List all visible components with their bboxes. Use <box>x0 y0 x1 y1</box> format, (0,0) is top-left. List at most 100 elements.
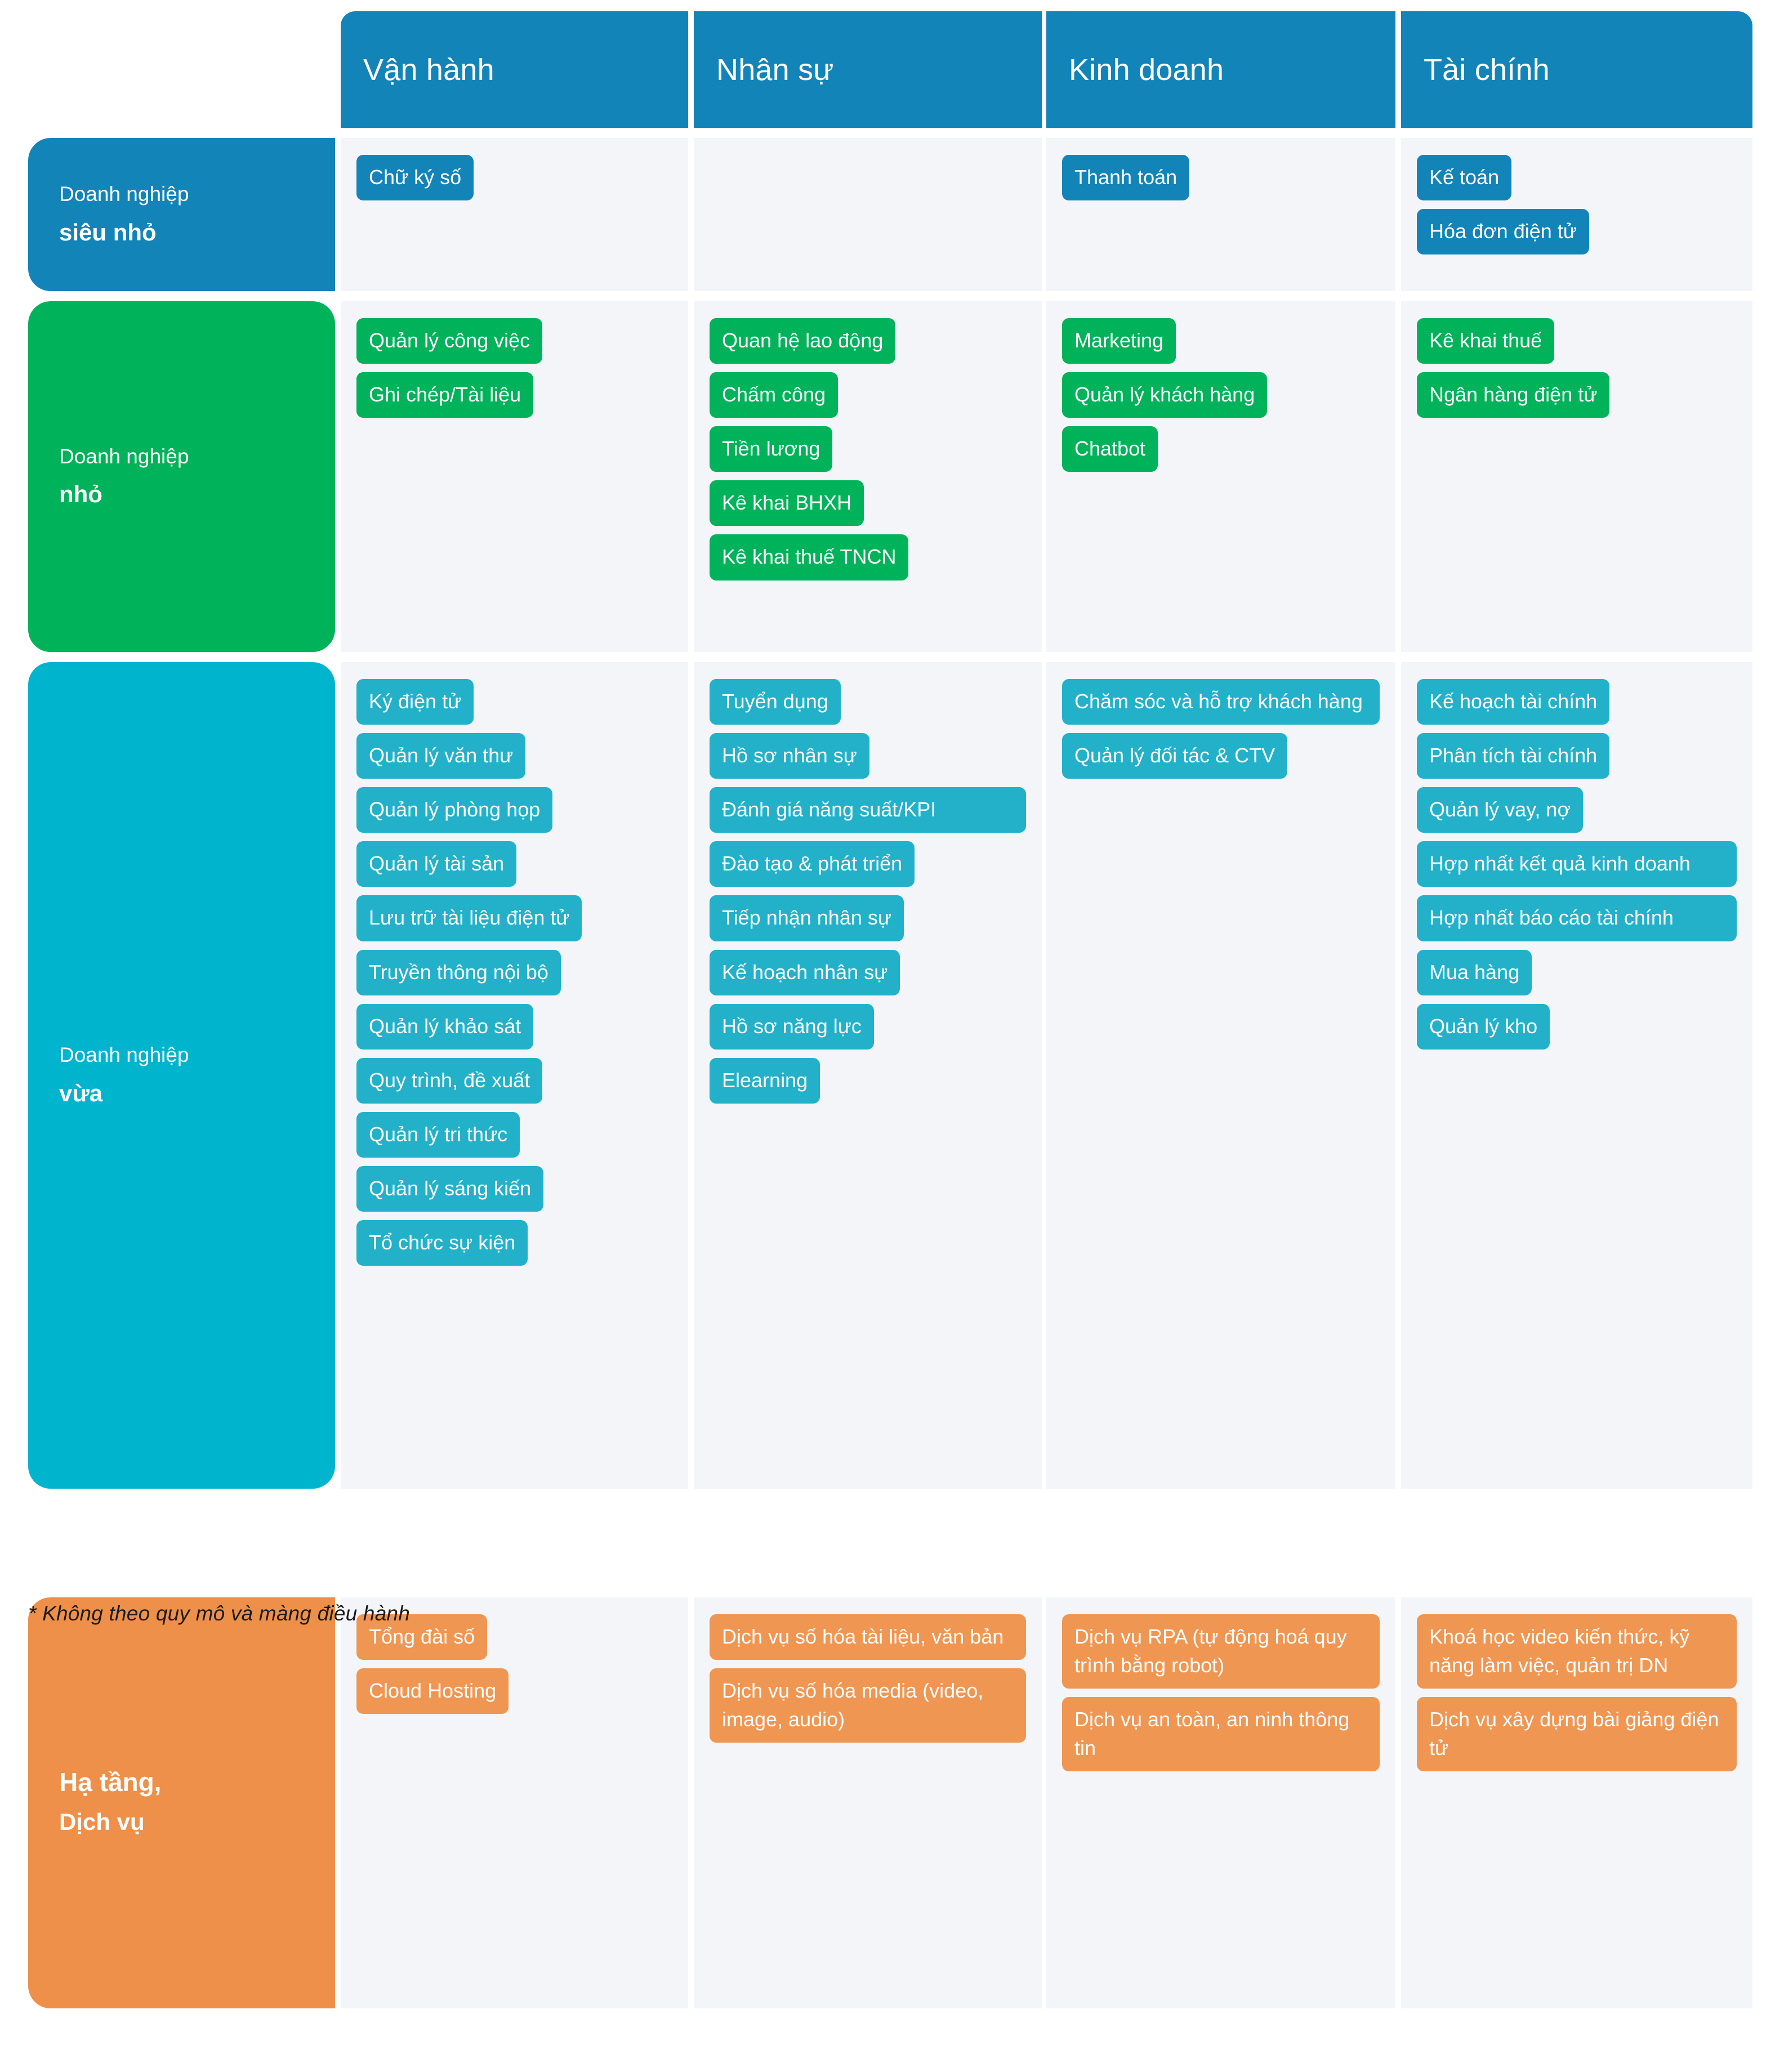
capability-chip[interactable]: Kế toán <box>1417 155 1512 201</box>
cell-sieu-nho-van-hanh: Chữ ký số <box>341 138 688 291</box>
column-header-tai-chinh[interactable]: Tài chính <box>1401 11 1752 128</box>
capability-chip[interactable]: Tổ chức sự kiện <box>356 1220 528 1266</box>
capability-chip[interactable]: Tuyển dụng <box>710 679 841 725</box>
band-label-sieu-nho: Doanh nghiệp siêu nhỏ <box>28 138 335 291</box>
cell-ha-tang-tai-chinh: Khoá học video kiến thức, kỹ năng làm vi… <box>1401 1597 1752 2008</box>
capability-chip[interactable]: Kê khai BHXH <box>710 480 864 526</box>
capability-chip[interactable]: Truyền thông nội bộ <box>356 949 561 995</box>
band-doanh-nghiep-sieu-nho: Doanh nghiệp siêu nhỏ Chữ ký số Thanh to… <box>28 138 1752 291</box>
column-header-nhan-su[interactable]: Nhân sự <box>694 11 1042 128</box>
capability-matrix: Vận hành Nhân sự Kinh doanh Tài chính Do… <box>28 11 1752 2008</box>
capability-chip[interactable]: Dịch vụ số hóa media (video, image, audi… <box>710 1668 1026 1743</box>
cell-nho-kinh-doanh: Marketing Quản lý khách hàng Chatbot <box>1046 301 1395 652</box>
capability-chip[interactable]: Phân tích tài chính <box>1417 733 1610 779</box>
capability-chip[interactable]: Quản lý kho <box>1417 1003 1550 1050</box>
capability-chip[interactable]: Tiếp nhận nhân sự <box>710 895 904 941</box>
capability-chip[interactable]: Đánh giá năng suất/KPI <box>710 787 1026 833</box>
band-columns: Chữ ký số Thanh toán Kế toán Hóa đơn điệ… <box>341 138 1752 291</box>
capability-chip[interactable]: Thanh toán <box>1062 155 1190 201</box>
cell-vua-tai-chinh: Kế hoạch tài chính Phân tích tài chính Q… <box>1401 662 1752 1489</box>
capability-chip[interactable]: Chăm sóc và hỗ trợ khách hàng <box>1062 679 1380 725</box>
column-header-label: Tài chính <box>1424 52 1550 87</box>
footnote-text: * Không theo quy mô và màng điều hành <box>28 1602 410 1625</box>
band-label-line1: Doanh nghiệp <box>59 1043 189 1067</box>
capability-chip[interactable]: Quản lý tri thức <box>356 1111 520 1158</box>
capability-chip[interactable]: Khoá học video kiến thức, kỹ năng làm vi… <box>1417 1614 1737 1689</box>
capability-chip[interactable]: Hợp nhất báo cáo tài chính <box>1417 895 1737 941</box>
column-header-van-hanh[interactable]: Vận hành <box>341 11 688 128</box>
cell-nho-nhan-su: Quan hệ lao động Chấm công Tiền lương Kê… <box>694 301 1042 652</box>
band-doanh-nghiep-nho: Doanh nghiệp nhỏ Quản lý công việc Ghi c… <box>28 301 1752 652</box>
capability-chip[interactable]: Quản lý phòng họp <box>356 787 553 833</box>
capability-chip[interactable]: Quản lý khách hàng <box>1062 372 1268 418</box>
band-label-line2: siêu nhỏ <box>59 218 157 245</box>
capability-chip[interactable]: Cloud Hosting <box>356 1668 509 1714</box>
capability-chip[interactable]: Quản lý sáng kiến <box>356 1166 544 1212</box>
cell-sieu-nho-tai-chinh: Kế toán Hóa đơn điện tử <box>1401 138 1752 291</box>
capability-chip[interactable]: Chấm công <box>710 372 839 418</box>
capability-chip[interactable]: Quản lý công việc <box>356 318 543 364</box>
cell-ha-tang-van-hanh: Tổng đài số Cloud Hosting <box>341 1597 688 2008</box>
capability-chip[interactable]: Hóa đơn điện tử <box>1417 209 1589 255</box>
band-label-nho: Doanh nghiệp nhỏ <box>28 301 335 652</box>
capability-chip[interactable]: Ngân hàng điện tử <box>1417 372 1610 418</box>
capability-chip[interactable]: Quản lý vay, nợ <box>1417 787 1584 833</box>
capability-chip[interactable]: Tổng đài số <box>356 1614 488 1660</box>
cell-nho-tai-chinh: Kê khai thuế Ngân hàng điện tử <box>1401 301 1752 652</box>
band-label-line1: Doanh nghiệp <box>59 444 189 468</box>
band-label-line1: Hạ tầng, <box>59 1767 162 1797</box>
band-label-line2: vừa <box>59 1079 103 1106</box>
cell-sieu-nho-kinh-doanh: Thanh toán <box>1046 138 1395 291</box>
capability-chip[interactable]: Quan hệ lao động <box>710 318 896 364</box>
capability-chip[interactable]: Tiền lương <box>710 426 833 472</box>
capability-chip[interactable]: Dịch vụ số hóa tài liệu, văn bản <box>710 1614 1026 1660</box>
capability-chip[interactable]: Quản lý khảo sát <box>356 1003 534 1050</box>
cell-ha-tang-nhan-su: Dịch vụ số hóa tài liệu, văn bản Dịch vụ… <box>694 1597 1042 2008</box>
band-ha-tang-dich-vu: Hạ tầng, Dịch vụ Tổng đài số Cloud Hosti… <box>28 1597 1752 2008</box>
capability-chip[interactable]: Quy trình, đề xuất <box>356 1057 543 1104</box>
capability-chip[interactable]: Chatbot <box>1062 426 1158 472</box>
band-label-vua: Doanh nghiệp vừa <box>28 662 335 1489</box>
footnote-spacer <box>28 1489 1752 1587</box>
column-header-kinh-doanh[interactable]: Kinh doanh <box>1046 11 1395 128</box>
band-label-line1: Doanh nghiệp <box>59 182 189 206</box>
capability-chip[interactable]: Đào tạo & phát triển <box>710 841 915 887</box>
capability-chip[interactable]: Kế hoạch tài chính <box>1417 679 1610 725</box>
capability-chip[interactable]: Kê khai thuế TNCN <box>710 534 909 580</box>
capability-chip[interactable]: Marketing <box>1062 318 1176 364</box>
capability-chip[interactable]: Dịch vụ RPA (tự động hoá quy trình bằng … <box>1062 1614 1380 1689</box>
capability-chip[interactable]: Quản lý đối tác & CTV <box>1062 733 1288 779</box>
capability-chip[interactable]: Dịch vụ xây dựng bài giảng điện tử <box>1417 1697 1737 1772</box>
capability-chip[interactable]: Hồ sơ năng lực <box>710 1003 874 1050</box>
column-header-label: Nhân sự <box>716 52 834 87</box>
cell-nho-van-hanh: Quản lý công việc Ghi chép/Tài liệu <box>341 301 688 652</box>
band-columns: Quản lý công việc Ghi chép/Tài liệu Quan… <box>341 301 1752 652</box>
cell-ha-tang-kinh-doanh: Dịch vụ RPA (tự động hoá quy trình bằng … <box>1046 1597 1395 2008</box>
capability-chip[interactable]: Quản lý tài sản <box>356 841 517 887</box>
capability-chip[interactable]: Hợp nhất kết quả kinh doanh <box>1417 841 1737 887</box>
column-header-label: Kinh doanh <box>1069 52 1224 87</box>
matrix-header-row: Vận hành Nhân sự Kinh doanh Tài chính <box>341 11 1752 128</box>
cell-vua-kinh-doanh: Chăm sóc và hỗ trợ khách hàng Quản lý đố… <box>1046 662 1395 1489</box>
capability-chip[interactable]: Dịch vụ an toàn, an ninh thông tin <box>1062 1697 1380 1772</box>
band-label-ha-tang: Hạ tầng, Dịch vụ <box>28 1597 335 2008</box>
capability-chip[interactable]: Hồ sơ nhân sự <box>710 733 869 779</box>
band-columns: Tổng đài số Cloud Hosting Dịch vụ số hóa… <box>341 1597 1752 2008</box>
capability-chip[interactable]: Kế hoạch nhân sự <box>710 949 900 995</box>
capability-chip[interactable]: Lưu trữ tài liệu điện tử <box>356 895 582 941</box>
cell-sieu-nho-nhan-su <box>694 138 1042 291</box>
band-columns: Ký điện tử Quản lý văn thư Quản lý phòng… <box>341 662 1752 1489</box>
capability-chip[interactable]: Chữ ký số <box>356 155 474 201</box>
capability-chip[interactable]: Ghi chép/Tài liệu <box>356 372 534 418</box>
capability-chip[interactable]: Elearning <box>710 1057 820 1104</box>
column-header-label: Vận hành <box>363 52 494 87</box>
band-doanh-nghiep-vua: Doanh nghiệp vừa Ký điện tử Quản lý văn … <box>28 662 1752 1489</box>
capability-chip[interactable]: Quản lý văn thư <box>356 733 526 779</box>
cell-vua-nhan-su: Tuyển dụng Hồ sơ nhân sự Đánh giá năng s… <box>694 662 1042 1489</box>
cell-vua-van-hanh: Ký điện tử Quản lý văn thư Quản lý phòng… <box>341 662 688 1489</box>
band-label-line2: nhỏ <box>59 481 102 508</box>
capability-chip[interactable]: Mua hàng <box>1417 949 1532 995</box>
capability-chip[interactable]: Kê khai thuế <box>1417 318 1555 364</box>
capability-chip[interactable]: Ký điện tử <box>356 679 474 725</box>
